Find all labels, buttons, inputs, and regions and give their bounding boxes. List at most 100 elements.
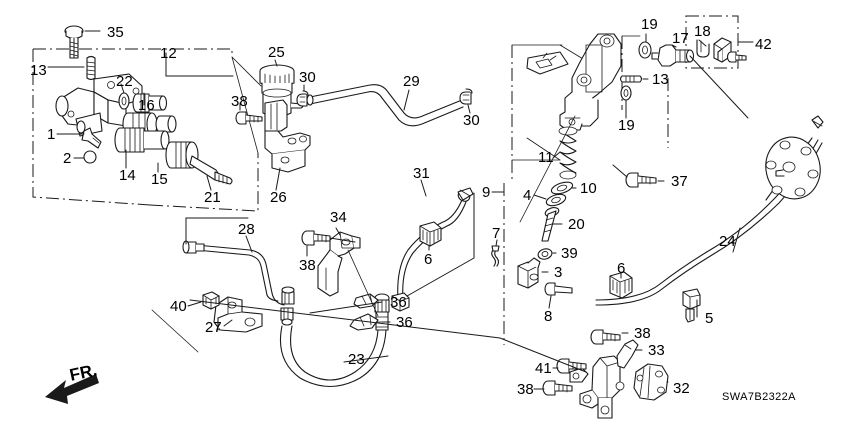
callout-37: 37 <box>671 173 688 190</box>
callout-2: 2 <box>63 150 72 167</box>
roll-pin-13 <box>86 55 96 81</box>
hose-clip-36-left <box>353 293 379 309</box>
master-cylinder-body <box>526 33 622 131</box>
clutch-switch-17 <box>651 44 695 67</box>
callout-1: 1 <box>47 126 56 143</box>
washer-19-lower <box>620 85 632 101</box>
callout-31: 31 <box>413 165 430 182</box>
bolt-38-reservoir <box>235 111 263 125</box>
callout-27: 27 <box>205 319 222 336</box>
push-rod-21 <box>189 155 233 185</box>
front-direction-arrow <box>45 374 99 404</box>
diagram-code-watermark: SWA7B2322A <box>722 391 796 403</box>
callout-4: 4 <box>523 187 532 204</box>
sealing-washer-39 <box>537 248 553 260</box>
callout-14: 14 <box>119 167 136 184</box>
callout-6-right: 6 <box>617 260 626 277</box>
hose-fitting-upper <box>281 286 295 305</box>
washer-10 <box>550 181 574 195</box>
reservoir-tank-25 <box>259 64 304 118</box>
joint-fitting-3 <box>517 257 541 289</box>
bolt-38-bracket34 <box>301 230 331 246</box>
callout-28: 28 <box>238 221 255 238</box>
washer-19-upper <box>638 41 652 59</box>
clutch-pipe-31 <box>397 187 474 301</box>
bolt-37 <box>625 172 657 188</box>
reservoir-hose-29 <box>306 84 464 127</box>
callout-17: 17 <box>672 30 689 47</box>
clutch-hose-28 <box>182 240 285 306</box>
group-boundary-12 <box>32 48 262 212</box>
damper-plate <box>765 115 824 200</box>
callout-19-lower: 19 <box>618 117 635 134</box>
callout-32: 32 <box>673 380 690 397</box>
callout-26: 26 <box>270 189 287 206</box>
bolt-38-lower-pedal <box>542 380 573 396</box>
pipe-clip-on-31 <box>391 292 410 312</box>
roll-pin-13-right <box>619 75 643 83</box>
bolt-42-inner <box>726 51 747 63</box>
bellows-14 <box>114 127 170 153</box>
pipe-clip-5 <box>682 288 701 323</box>
callout-29: 29 <box>403 73 420 90</box>
callout-16: 16 <box>138 97 155 114</box>
callout-19-upper: 19 <box>641 16 658 33</box>
callout-35: 35 <box>107 24 124 41</box>
callout-20: 20 <box>568 216 585 233</box>
callout-13-right: 13 <box>652 71 669 88</box>
hose-bracket-27 <box>213 296 263 333</box>
cotter-pin-7 <box>491 245 500 267</box>
clutch-hose-23 <box>279 293 390 387</box>
callout-38-bracket34: 38 <box>299 257 316 274</box>
hose-clamp-30-left <box>296 90 309 107</box>
callout-30-right: 30 <box>463 112 480 129</box>
callout-24: 24 <box>719 233 736 250</box>
bellows-15 <box>165 141 199 169</box>
hose-bracket-34 <box>317 231 361 297</box>
return-spring-11 <box>558 126 578 180</box>
bolt-38-upper-pedal <box>590 329 621 345</box>
callout-36-left: 36 <box>390 294 407 311</box>
pipe-clip-6-right <box>609 271 633 299</box>
hose-clip-36-right <box>349 313 379 331</box>
callout-41: 41 <box>535 360 552 377</box>
callout-3: 3 <box>554 264 563 281</box>
piston-rod-bolt-20 <box>541 207 560 242</box>
callout-23: 23 <box>348 351 365 368</box>
callout-38-upper-pedal: 38 <box>634 325 651 342</box>
callout-10: 10 <box>580 180 597 197</box>
callout-7: 7 <box>492 225 501 242</box>
callout-25: 25 <box>268 44 285 61</box>
callout-39: 39 <box>561 245 578 262</box>
reservoir-bracket-26 <box>264 99 311 173</box>
callout-5: 5 <box>705 310 714 327</box>
callout-42: 42 <box>755 36 772 53</box>
pipe-clip-6-left <box>419 221 442 247</box>
callout-15: 15 <box>151 171 168 188</box>
clevis-pin-8 <box>544 282 573 296</box>
cylinder-body <box>55 73 177 137</box>
slave-cylinder-assembly <box>47 25 233 191</box>
callout-21: 21 <box>204 189 221 206</box>
group-boundary-13-19 <box>621 35 669 148</box>
callout-6-left: 6 <box>424 251 433 268</box>
callout-38-lower-pedal: 38 <box>517 381 534 398</box>
callout-33: 33 <box>648 342 665 359</box>
callout-12: 12 <box>160 45 177 62</box>
callout-30-left: 30 <box>299 69 316 86</box>
bleeder-screw-1 <box>81 127 102 149</box>
callout-22: 22 <box>116 73 133 90</box>
callout-40: 40 <box>170 298 187 315</box>
boot-16 <box>132 93 168 113</box>
switch-bracket-18 <box>696 37 732 63</box>
callout-36-right: 36 <box>396 314 413 331</box>
washer-22 <box>118 92 130 110</box>
pedal-bracket-assembly <box>569 339 669 419</box>
washer-4 <box>545 193 567 207</box>
nut-40 <box>202 291 220 310</box>
callout-11: 11 <box>538 149 554 166</box>
callout-9: 9 <box>482 184 491 201</box>
bleeder-cap-2 <box>83 150 97 164</box>
